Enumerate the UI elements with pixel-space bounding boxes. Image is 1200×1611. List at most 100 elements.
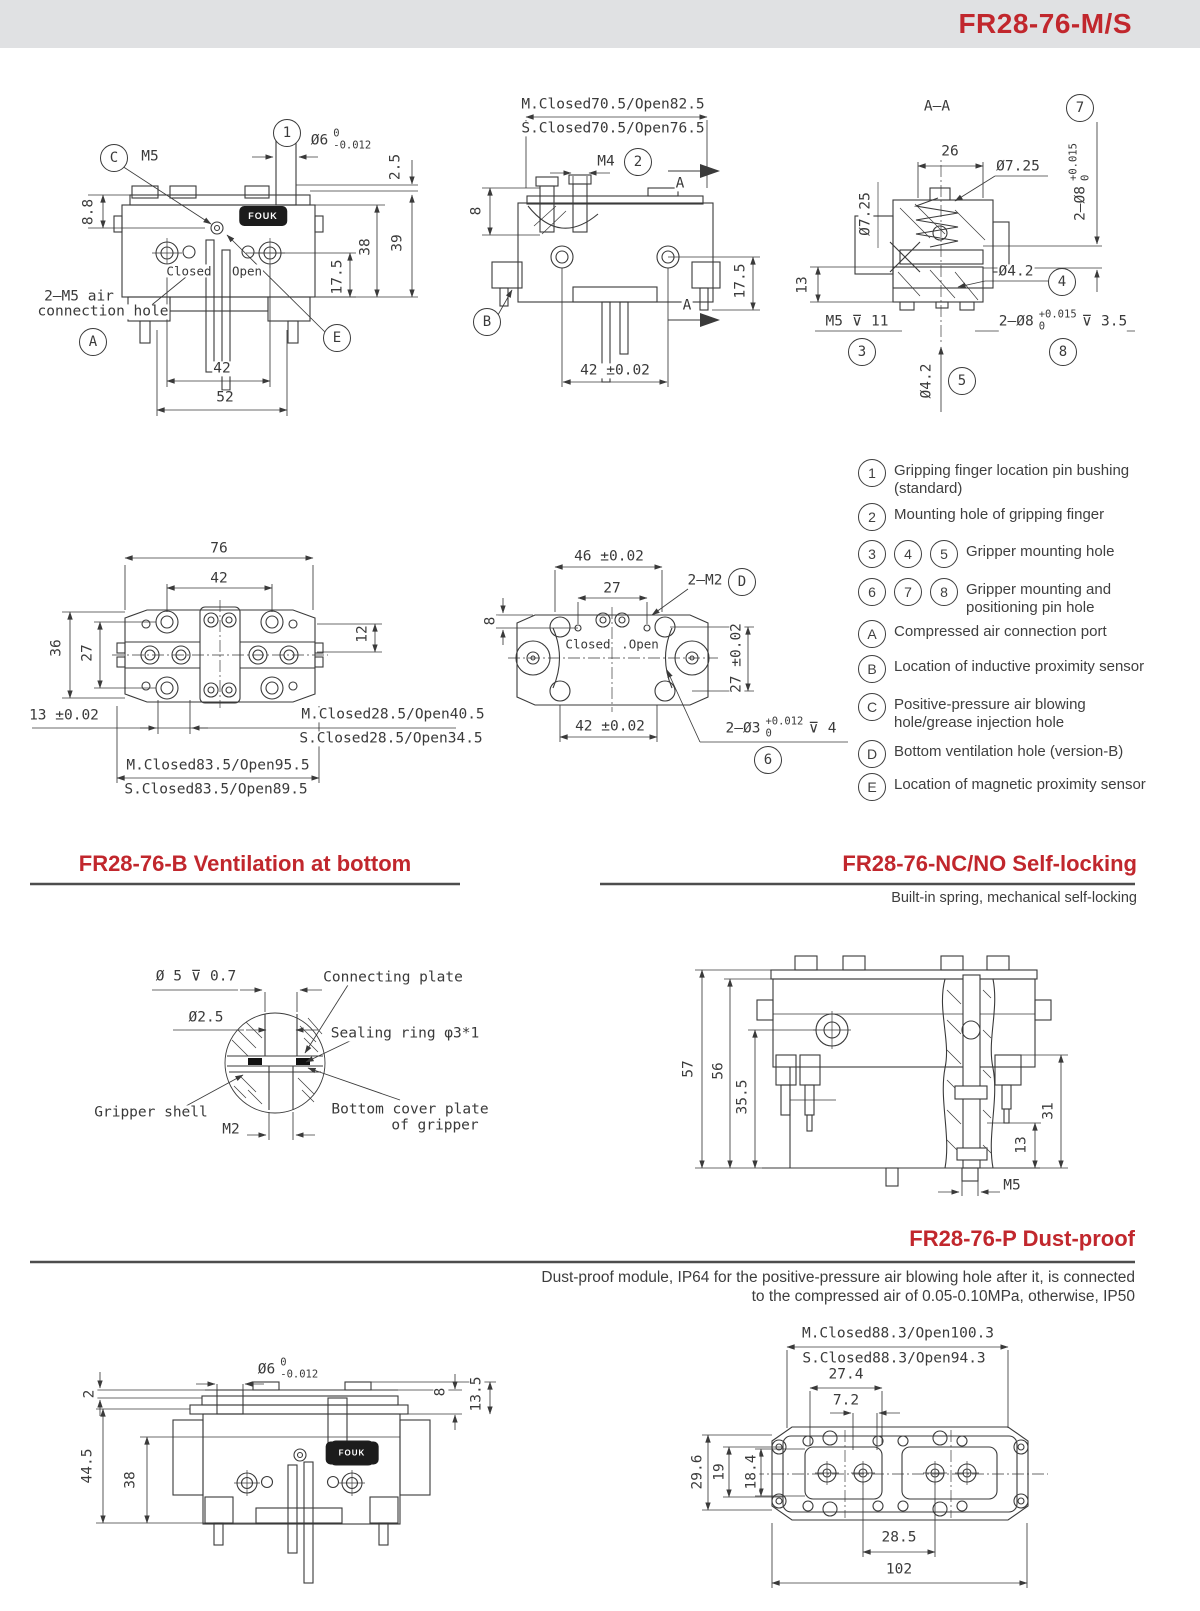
legend-badge: 2	[858, 503, 886, 531]
dim-42-bot: 42 ±0.02	[574, 718, 646, 735]
dim-finger-s: S.Closed28.5/Open34.5	[298, 730, 484, 747]
dim-13-lock: 13	[1013, 1135, 1030, 1155]
section-subtitle-selflocking: Built-in spring, mechanical self-locking	[891, 890, 1137, 906]
dim-m4: M4	[596, 153, 616, 170]
dia6-tolerance: 0-0.012	[333, 128, 371, 151]
dust-top-dims	[702, 1344, 1028, 1588]
legend-text: Bottom ventilation hole (version-B)	[894, 743, 1124, 760]
dim-35point5: 35.5	[734, 1078, 751, 1116]
dim-19: 19	[711, 1462, 728, 1482]
dim-dia6b: Ø6	[257, 1361, 276, 1377]
top-view-dims	[32, 555, 456, 783]
dust-front-linework	[172, 1381, 431, 1584]
dim-46: 46 ±0.02	[573, 548, 645, 565]
callout-b-label: B	[482, 314, 492, 330]
dim-finger-m: M.Closed28.5/Open40.5	[300, 706, 486, 723]
section-title-ventilation: FR28-76-B Ventilation at bottom	[78, 851, 412, 876]
label-open: Open	[230, 263, 264, 279]
dim-dia725-left: Ø7.25	[857, 191, 874, 237]
legend-item-345: 3 4 5 Gripper mounting hole	[858, 540, 1166, 568]
tol-lower: 0	[1079, 174, 1091, 182]
dim-76: 76	[209, 540, 229, 557]
section-letter-a-bottom: A	[681, 297, 693, 314]
dim-27-top: 27	[79, 643, 96, 663]
legend-badge: 7	[894, 578, 922, 606]
legend-badge: 3	[858, 540, 886, 568]
legend-badge: 6	[858, 578, 886, 606]
callout-1-label: 1	[282, 125, 292, 141]
dim-dia42-bottom: Ø4.2	[918, 362, 935, 400]
legend-badge: D	[858, 740, 886, 768]
callout-7-label: 7	[1075, 100, 1085, 116]
top-view-linework	[112, 600, 328, 708]
section-rules	[30, 882, 1135, 1264]
callout-8-label: 8	[1058, 344, 1068, 360]
tol-upper: +0.015	[1038, 308, 1077, 321]
legend-badge: 1	[858, 459, 886, 487]
dim-26: 26	[940, 143, 960, 160]
dustproof-desc-line2: to the compressed air of 0.05-0.10MPa, o…	[751, 1288, 1135, 1305]
label-air-line2: connection hole	[36, 303, 170, 320]
dim-44point5: 44.5	[79, 1447, 96, 1485]
tol-upper: +0.015	[1067, 143, 1080, 182]
legend-item-d: D Bottom ventilation hole (version-B)	[858, 740, 1156, 768]
page-title: FR28-76-M/S	[958, 8, 1132, 39]
dim-102: 102	[884, 1561, 914, 1578]
bottom-view-linework	[508, 607, 718, 712]
dim-2xdia3: 2—Ø3	[725, 720, 761, 736]
dim-8-dust: 8	[432, 1386, 449, 1398]
callout-5-label: 5	[957, 373, 967, 389]
section-letter-a-top: A	[674, 175, 686, 192]
section-view-linework	[854, 145, 1010, 412]
callout-7: 7	[1066, 94, 1094, 122]
legend-item-e: E Location of magnetic proximity sensor	[858, 773, 1156, 801]
side-view-linework	[491, 164, 721, 383]
brand-logo-dust: FOUK	[325, 1441, 379, 1465]
section-title-aa: A—A	[922, 98, 952, 115]
dim-dia725-top: Ø7.25	[995, 158, 1041, 175]
dim-dia42: Ø4.2	[997, 263, 1035, 280]
brand-logo: FOUK	[239, 206, 287, 226]
legend-item-678: 6 7 8 Gripper mounting and positioning p…	[858, 578, 1166, 616]
callout-c: C	[100, 144, 128, 172]
callout-d: D	[728, 568, 756, 596]
section-title-dustproof: FR28-76-P Dust-proof	[909, 1226, 1135, 1251]
dim-39: 39	[389, 233, 406, 253]
dim-13: 13	[794, 275, 811, 295]
dim-13point5: 13.5	[468, 1375, 485, 1413]
callout-a-label: A	[88, 334, 98, 350]
tol-lower: -0.012	[333, 139, 372, 151]
dim-17point5: 17.5	[329, 258, 346, 296]
dim-m5: M5	[140, 148, 160, 165]
tol-lower: 0	[765, 727, 772, 739]
label-air-line1: 2—M5 air	[43, 288, 115, 305]
legend-item-2: 2 Mounting hole of gripping finger	[858, 503, 1156, 531]
dim-52: 52	[215, 389, 235, 406]
label-closed: Closed	[165, 263, 213, 279]
callout-a: A	[79, 328, 107, 356]
vent-detail-linework	[224, 1012, 326, 1114]
dim-2point5: 2.5	[387, 152, 404, 182]
dustproof-desc-line1: Dust-proof module, IP64 for the positive…	[541, 1269, 1135, 1286]
dim-m5-lock: M5	[1002, 1177, 1022, 1194]
dim-travel-m-dust: M.Closed88.3/Open100.3	[800, 1325, 996, 1342]
dim-travel-m: M.Closed70.5/Open82.5	[520, 96, 706, 113]
legend-text: Gripper mounting hole	[966, 543, 1115, 560]
callout-4-label: 4	[1057, 274, 1067, 290]
dim-17point5-side: 17.5	[732, 262, 749, 300]
dim-dia6-tol: Ø6 0-0.012	[310, 128, 372, 152]
legend-badge: B	[858, 655, 886, 683]
label-gripper-shell: Gripper shell	[93, 1104, 209, 1121]
legend-badge: 8	[930, 578, 958, 606]
dim-42-side: 42 ±0.02	[579, 362, 651, 379]
dim-dia6: Ø6	[310, 132, 329, 148]
dim-18point4: 18.4	[743, 1453, 760, 1491]
legend-text: Compressed air connection port	[894, 623, 1107, 640]
callout-3: 3	[848, 338, 876, 366]
tol-upper: +0.012	[765, 715, 804, 728]
